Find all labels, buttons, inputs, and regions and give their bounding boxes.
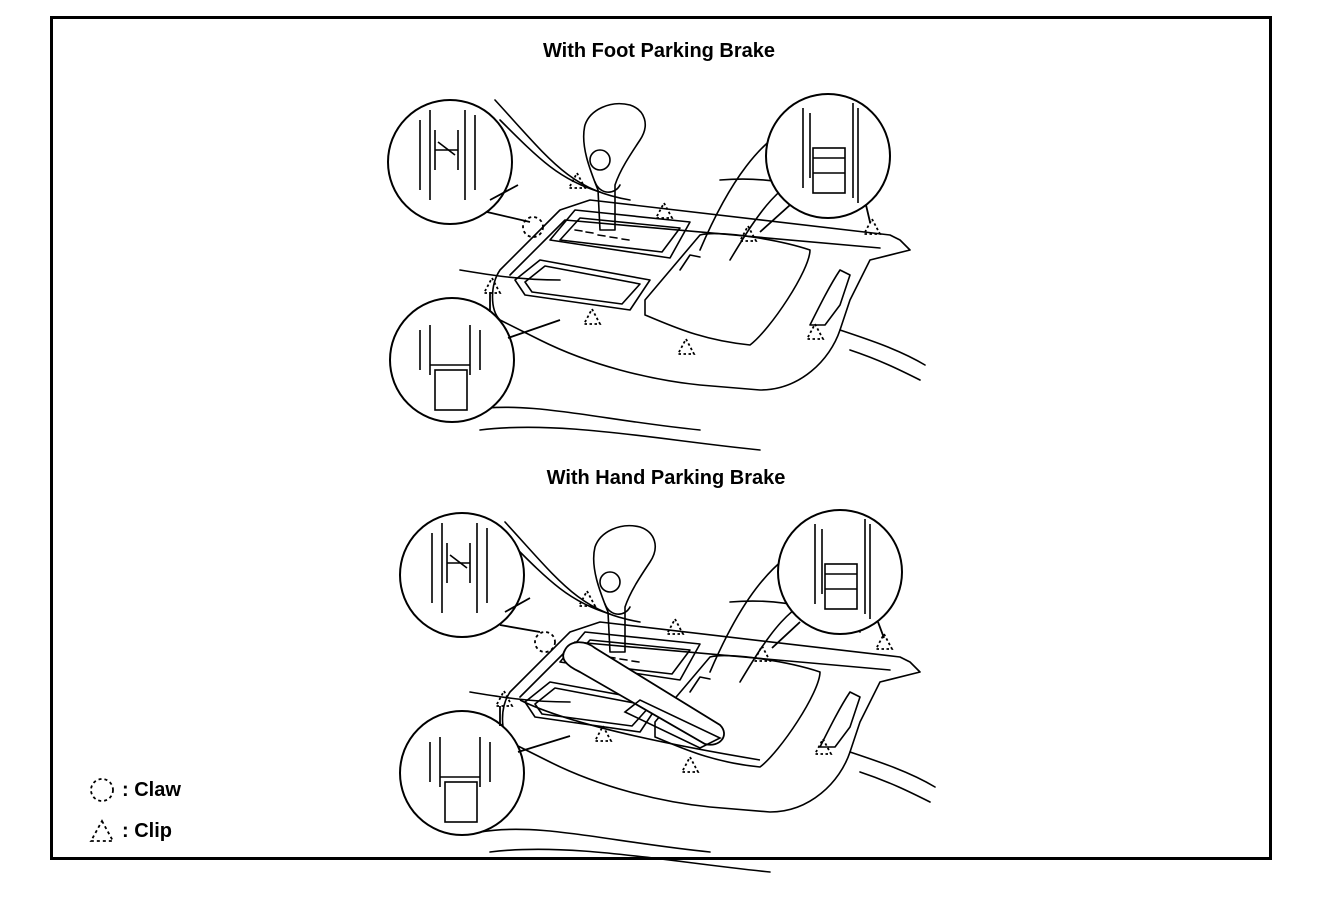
detail-callout-lower-left	[389, 292, 561, 423]
legend-item-clip: : Clip	[88, 817, 172, 845]
legend-item-claw: : Claw	[88, 776, 181, 804]
section-title-foot-brake: With Foot Parking Brake	[542, 40, 776, 62]
dashed-triangle-icon	[89, 819, 115, 842]
detail-callout-upper-left	[387, 99, 531, 225]
claw-marker	[522, 216, 544, 238]
claw-marker	[534, 631, 556, 653]
foot-brake-illustration	[387, 93, 926, 451]
clip-marker	[483, 277, 501, 294]
detail-callout-upper-right	[771, 509, 903, 649]
detail-callout-lower-left	[399, 706, 571, 836]
detail-callout-upper-left	[399, 512, 541, 638]
clip-marker	[583, 308, 601, 325]
clip-marker	[806, 323, 824, 340]
legend-label-clip: : Clip	[122, 819, 172, 842]
clip-marker	[655, 202, 673, 219]
hand-brake-illustration	[399, 509, 936, 873]
clip-marker	[681, 756, 699, 773]
detail-callout-upper-right	[759, 93, 891, 233]
hand-brake-lever	[562, 641, 725, 746]
legend-label-claw: : Claw	[122, 778, 181, 801]
clip-marker	[677, 338, 695, 355]
section-title-hand-brake: With Hand Parking Brake	[546, 467, 786, 489]
dashed-circle-icon	[90, 778, 114, 802]
